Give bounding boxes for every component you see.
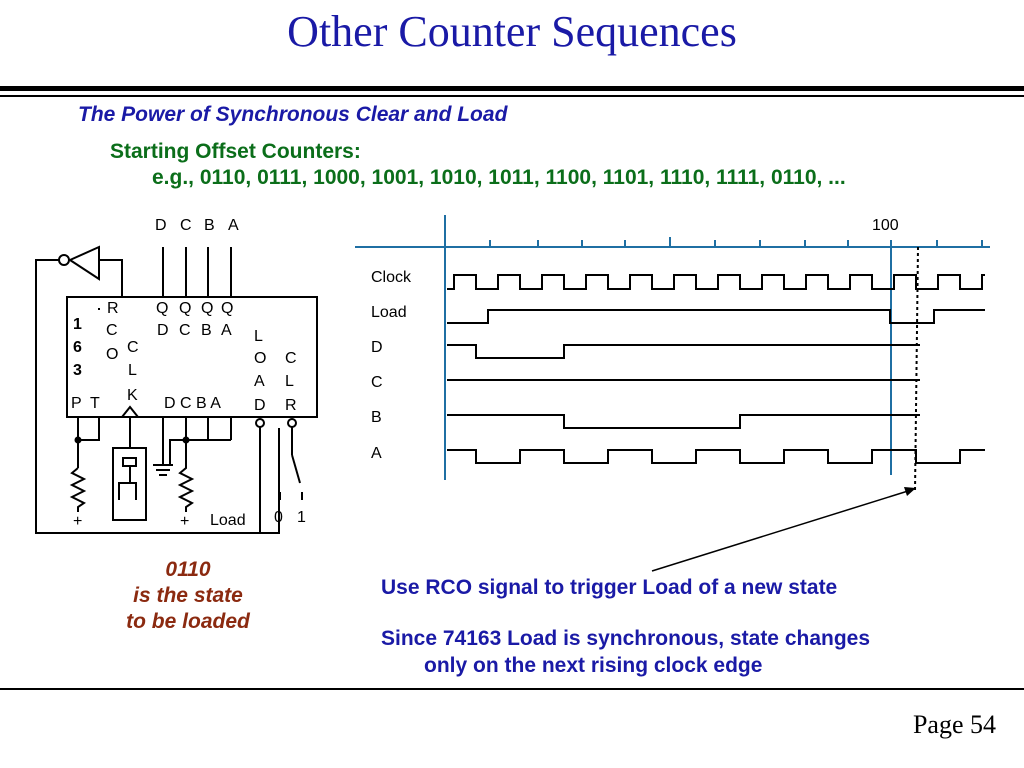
signal-label-d: D (371, 339, 383, 356)
title-divider-thick (0, 86, 1024, 91)
page-title: Other Counter Sequences (287, 7, 737, 56)
top-output-b: B (204, 217, 215, 234)
load-letter-d: D (254, 397, 266, 414)
q-label-d: Q (156, 300, 168, 317)
pt-enable-label: P T (71, 395, 100, 412)
page-number: Page 54 (912, 710, 996, 739)
marker-100-label: 100 (872, 217, 899, 234)
rco-letter-c: C (106, 322, 118, 339)
d-waveform (447, 344, 920, 359)
b-waveform (447, 414, 920, 429)
timing-diagram: 100 Clock Load D C B A (355, 215, 990, 493)
rco-letter-o: O (106, 346, 118, 363)
inverter-gate (67, 245, 100, 281)
load-input-label: Load (210, 512, 246, 529)
clk-letter-l: L (128, 362, 137, 379)
switch-label-0: 0 (274, 509, 283, 526)
clk-letter-c: C (127, 339, 139, 356)
chip-74163-body (66, 296, 318, 418)
a-waveform (447, 449, 985, 464)
q-sub-label-a: A (221, 322, 232, 339)
load-state-note-line3: to be loaded (126, 610, 250, 633)
clk-letter-k: K (127, 387, 138, 404)
q-label-a: Q (221, 300, 233, 317)
subtitle: The Power of Synchronous Clear and Load (78, 103, 508, 126)
signal-label-clock: Clock (371, 269, 412, 286)
load-waveform (447, 309, 985, 324)
q-label-b: Q (201, 300, 213, 317)
q-sub-label-b: B (201, 322, 212, 339)
signal-label-load: Load (371, 304, 407, 321)
load-state-note-line2: is the state (133, 584, 243, 607)
load-state-note-line1: 0110 (165, 558, 211, 581)
load-letter-o: O (254, 350, 266, 367)
rco-trigger-note: Use RCO signal to trigger Load of a new … (381, 576, 838, 599)
clr-letter-l: L (285, 373, 294, 390)
data-supply-plus: + (180, 513, 189, 530)
title-divider-thin (0, 95, 1024, 97)
q-label-c: Q (179, 300, 191, 317)
load-letter-l: L (254, 328, 263, 345)
signal-label-a: A (371, 445, 382, 462)
sync-load-note-line1: Since 74163 Load is synchronous, state c… (381, 627, 871, 650)
clr-letter-c: C (285, 350, 297, 367)
signal-label-b: B (371, 409, 382, 426)
chip-id-digit-2: 6 (73, 339, 82, 356)
load-edge-marker (914, 246, 919, 493)
pt-supply-plus: + (73, 513, 82, 530)
chip-id-digit-1: 1 (73, 316, 82, 333)
rco-letter-r: R (107, 300, 119, 317)
clr-letter-r: R (285, 397, 297, 414)
sync-load-note-line2: only on the next rising clock edge (424, 654, 763, 677)
counter-circuit-diagram: D C B A 1 6 3 R C O C L K Q Q Q Q D C B … (35, 217, 318, 534)
switch-label-1: 1 (297, 509, 306, 526)
data-inputs-label: D C B A (164, 395, 221, 412)
top-output-d: D (155, 217, 167, 234)
offset-sequence-example: e.g., 0110, 0111, 1000, 1001, 1010, 1011… (152, 166, 846, 189)
signal-label-c: C (371, 374, 383, 391)
clock-waveform (447, 274, 985, 290)
top-output-a: A (228, 217, 239, 234)
chip-id-digit-3: 3 (73, 362, 82, 379)
q-sub-label-c: C (179, 322, 191, 339)
footer-divider (0, 688, 1024, 690)
top-output-c: C (180, 217, 192, 234)
q-sub-label-d: D (157, 322, 169, 339)
offset-counters-heading: Starting Offset Counters: (110, 140, 361, 163)
load-letter-a: A (254, 373, 265, 390)
